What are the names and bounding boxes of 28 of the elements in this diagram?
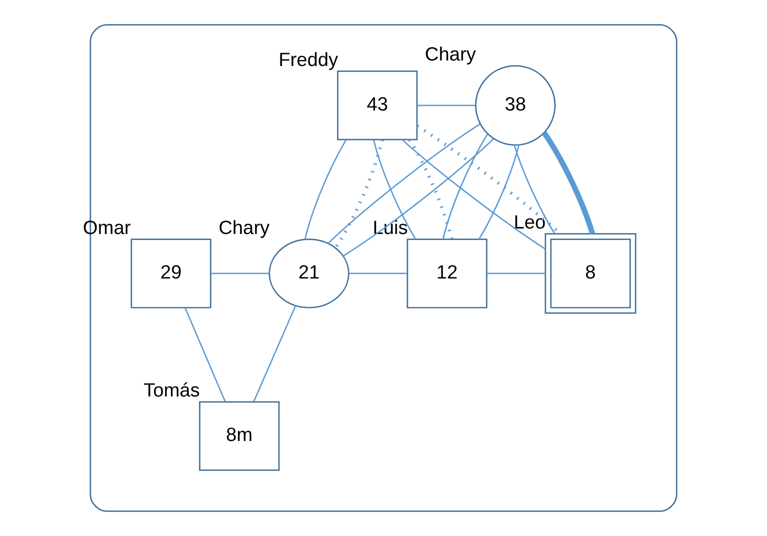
node-label: Freddy xyxy=(278,50,338,72)
node-label: Leo xyxy=(514,212,546,234)
node-circle: 38 xyxy=(475,65,556,146)
connector xyxy=(253,305,296,402)
connector xyxy=(417,104,476,106)
connector xyxy=(334,139,384,249)
connector xyxy=(342,138,494,257)
connector xyxy=(542,131,596,235)
node-box: 8 xyxy=(544,233,636,314)
connector xyxy=(402,139,546,250)
node-box: 8m xyxy=(199,401,280,471)
connector xyxy=(184,308,226,402)
node-ellipse: 21 xyxy=(268,238,350,308)
node-label: Chary xyxy=(218,218,270,240)
connector xyxy=(408,138,454,240)
connector xyxy=(442,134,488,240)
connector xyxy=(210,272,270,274)
node-box: 29 xyxy=(130,238,212,308)
connector xyxy=(348,272,408,274)
node-label: Tomás xyxy=(144,380,200,402)
connector xyxy=(304,139,347,240)
node-box: 12 xyxy=(406,238,488,308)
connector xyxy=(328,124,480,244)
connector xyxy=(478,144,520,240)
connector xyxy=(486,272,546,274)
connector xyxy=(514,144,555,234)
node-label: Chary xyxy=(424,44,476,66)
node-box: 43 xyxy=(337,70,418,140)
